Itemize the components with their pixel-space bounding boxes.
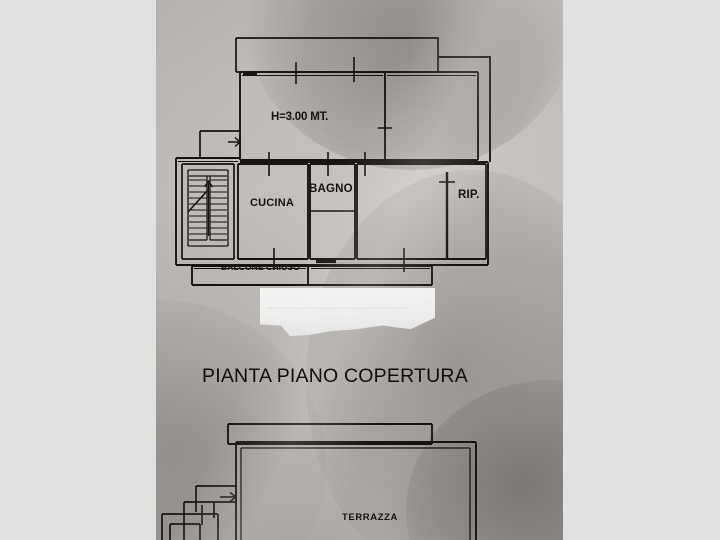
letterbox-left: [0, 0, 156, 540]
paper-surface: [156, 0, 563, 540]
room-label-rip: RIP.: [458, 189, 480, 201]
room-label-cucina: CUCINA: [250, 197, 294, 209]
room-label-bagno: BAGNO: [309, 183, 353, 195]
occluded-text-ghost: ........................................: [266, 300, 409, 312]
plan-title: PIANTA PIANO COPERTURA: [202, 365, 468, 387]
photographed-document: H=3.00 MT. CUCINA BAGNO RIP. BALCONE CHI…: [156, 0, 563, 540]
room-label-balcone-chiuso: BALCONE CHIUSO: [221, 262, 300, 272]
floor-plan-linework: [161, 37, 491, 540]
height-note-label: H=3.00 MT.: [271, 111, 329, 123]
room-label-terrazza: TERRAZZA: [342, 512, 398, 523]
letterbox-right: [563, 0, 720, 540]
torn-paper-patch: [260, 288, 435, 336]
